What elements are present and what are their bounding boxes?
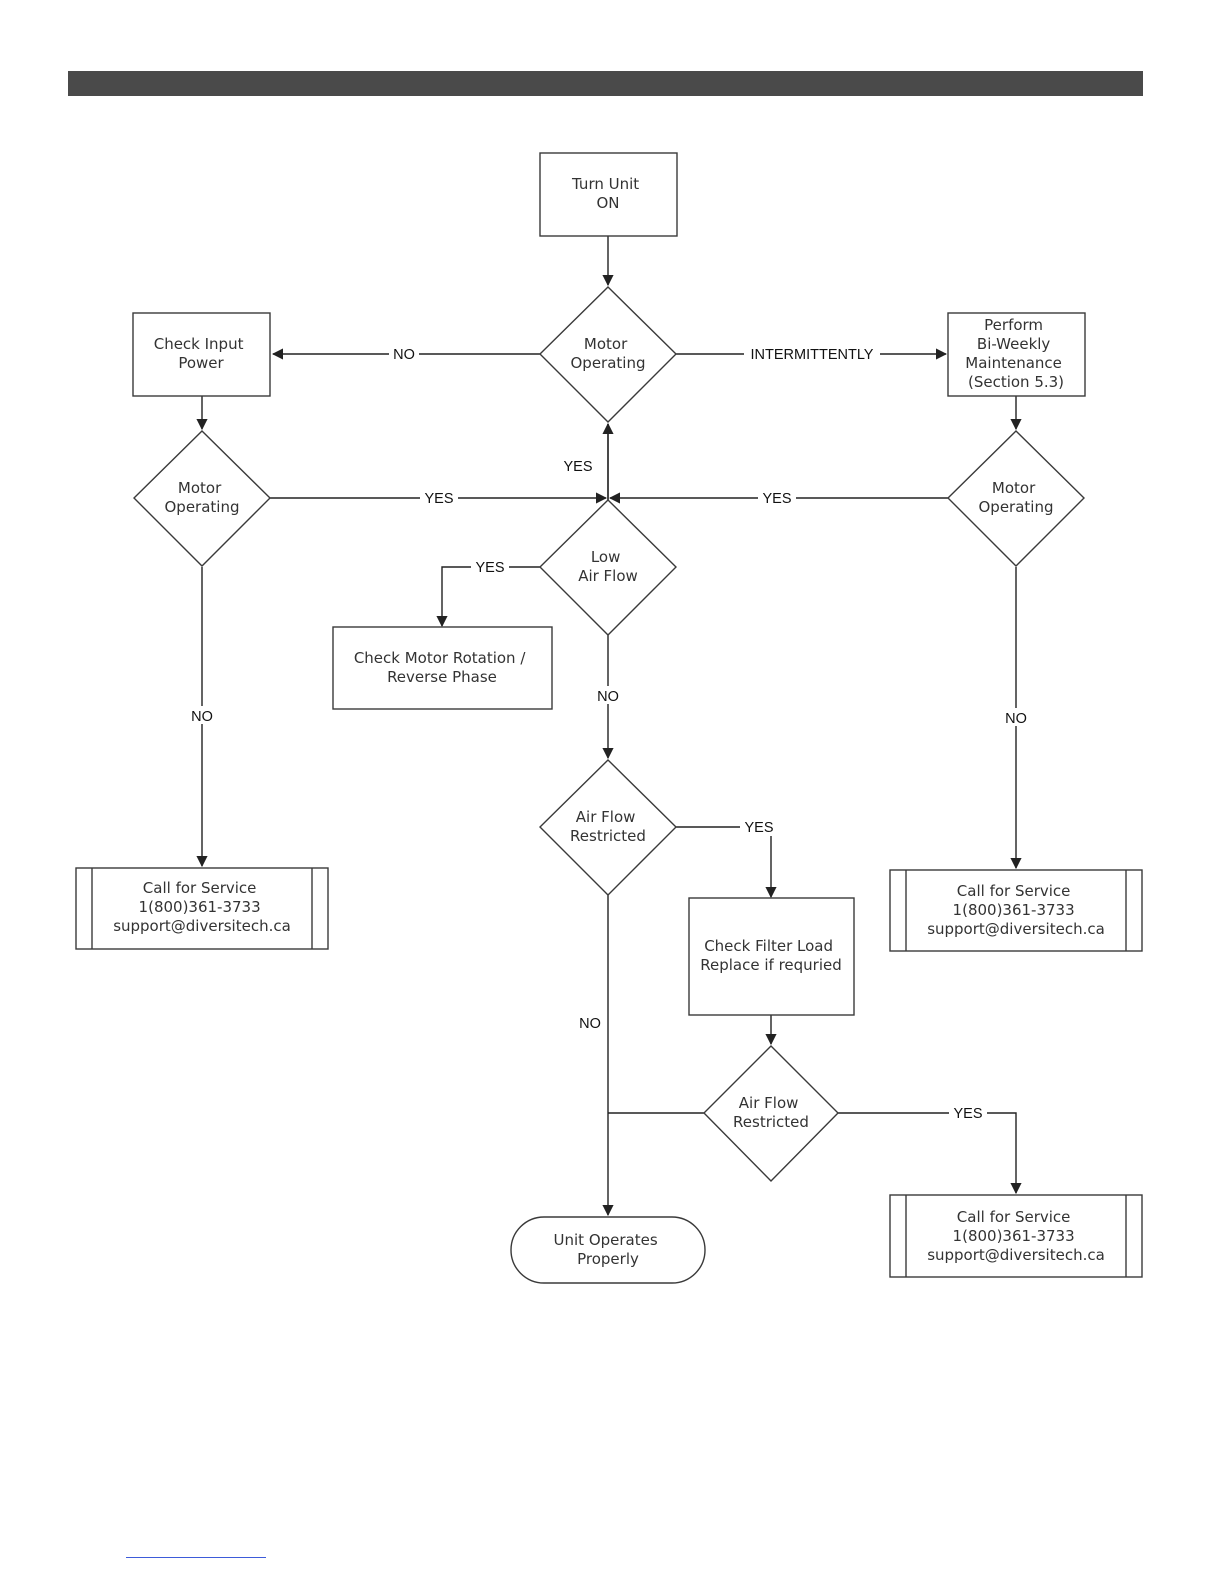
- node-unit-operates-properly: Unit Operates Properly: [510, 1216, 706, 1284]
- edge-labels: NO INTERMITTENTLY YES YES YES YES NO NO …: [187, 345, 1031, 1122]
- turn-on-text: Turn Unit ON: [571, 175, 644, 212]
- label-right-no: NO: [1005, 711, 1027, 727]
- label-main-yes: YES: [563, 459, 592, 475]
- node-check-input-power: Check Input Power: [132, 312, 271, 397]
- label-left-yes: YES: [424, 491, 453, 507]
- label-restricted1-yes: YES: [744, 820, 773, 836]
- node-call-for-service-right: Call for Service 1(800)361-3733 support@…: [889, 869, 1143, 952]
- edge-restricted2-yes: [838, 1112, 1022, 1195]
- node-check-filter-load: Check Filter Load Replace if requried: [688, 897, 855, 1016]
- label-left-no: NO: [191, 709, 213, 725]
- call-for-service-bottom-text: Call for Service 1(800)361-3733 support@…: [927, 1208, 1105, 1264]
- label-right-yes: YES: [762, 491, 791, 507]
- check-filter-load-text: Check Filter Load Replace if requried: [700, 937, 842, 974]
- check-input-power-text: Check Input Power: [154, 335, 249, 372]
- air-flow-restricted-1-text: Air Flow Restricted: [570, 808, 646, 845]
- label-low-air-no: NO: [597, 689, 619, 705]
- label-main-intermittently: INTERMITTENTLY: [751, 347, 874, 363]
- label-restricted2-yes: YES: [953, 1106, 982, 1122]
- unit-operates-properly-text: Unit Operates Properly: [554, 1231, 663, 1268]
- low-air-flow-text: Low Air Flow: [578, 548, 638, 585]
- label-low-air-yes: YES: [475, 560, 504, 576]
- node-air-flow-restricted-1: Air Flow Restricted: [539, 759, 677, 896]
- check-motor-rotation-text: Check Motor Rotation / Reverse Phase: [354, 649, 530, 686]
- node-low-air-flow: Low Air Flow: [539, 499, 677, 636]
- node-turn-on: Turn Unit ON: [539, 152, 678, 237]
- node-call-for-service-bottom: Call for Service 1(800)361-3733 support@…: [889, 1194, 1143, 1278]
- motor-operating-left-text: Motor Operating: [165, 479, 240, 516]
- node-check-motor-rotation: Check Motor Rotation / Reverse Phase: [332, 626, 553, 710]
- motor-operating-main-text: Motor Operating: [571, 335, 646, 372]
- node-motor-operating-left: Motor Operating: [133, 430, 271, 567]
- header-bar: [68, 71, 1143, 96]
- node-motor-operating-right: Motor Operating: [947, 430, 1085, 567]
- edge-restricted1-yes: [676, 826, 777, 899]
- label-main-no: NO: [393, 347, 415, 363]
- node-air-flow-restricted-2: Air Flow Restricted: [703, 1045, 839, 1182]
- call-for-service-right-text: Call for Service 1(800)361-3733 support@…: [927, 882, 1105, 938]
- node-motor-operating-main: Motor Operating: [539, 286, 677, 423]
- motor-operating-right-text: Motor Operating: [979, 479, 1054, 516]
- footer-link-underline: [126, 1557, 266, 1558]
- node-call-for-service-left: Call for Service 1(800)361-3733 support@…: [75, 867, 329, 950]
- bi-weekly-maintenance-text: Perform Bi-Weekly Maintenance (Section 5…: [965, 316, 1066, 391]
- label-restricted1-no: NO: [579, 1016, 601, 1032]
- air-flow-restricted-2-text: Air Flow Restricted: [733, 1094, 809, 1131]
- node-bi-weekly-maintenance: Perform Bi-Weekly Maintenance (Section 5…: [947, 312, 1086, 397]
- call-for-service-left-text: Call for Service 1(800)361-3733 support@…: [113, 879, 291, 935]
